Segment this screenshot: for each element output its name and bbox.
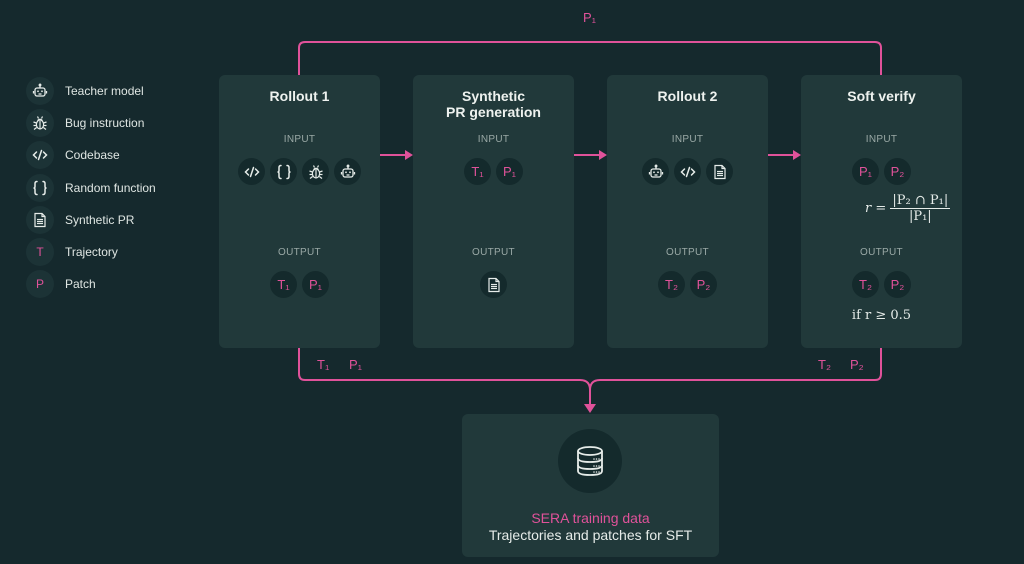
legend-label: Teacher model [65, 84, 144, 98]
trajectory-token: T₁ [270, 271, 297, 298]
patch-letter-icon: P [26, 270, 54, 298]
legend-item-random-function: Random function [26, 174, 156, 202]
result-box: SERA training data Trajectories and patc… [462, 414, 719, 557]
legend-item-patch: P Patch [26, 270, 96, 298]
bottom-merge-line [298, 348, 882, 405]
database-icon [558, 429, 622, 493]
bottom-label-t2: T₂ [818, 357, 831, 372]
output-label: OUTPUT [860, 247, 903, 258]
legend-label: Patch [65, 277, 96, 291]
input-label: INPUT [283, 134, 316, 145]
patch-token: P₁ [852, 158, 879, 185]
bug-icon [302, 158, 329, 185]
letter: P [35, 277, 44, 291]
robot-icon [334, 158, 361, 185]
threshold-condition: if r ≥ 0.5 [851, 308, 912, 323]
legend-label: Bug instruction [65, 116, 145, 130]
result-subtitle: Trajectories and patches for SFT [488, 527, 693, 543]
legend-item-codebase: Codebase [26, 141, 120, 169]
document-icon [26, 206, 54, 234]
bottom-label-t1: T₁ [317, 357, 330, 372]
patch-token: P₁ [496, 158, 523, 185]
patch-token: P₁ [302, 271, 329, 298]
formula-numerator: |P₂ ∩ P₁| [890, 193, 951, 209]
arrowhead [584, 404, 596, 413]
code-icon [238, 158, 265, 185]
stage-title: Soft verify [847, 88, 916, 104]
legend-item-bug-instruction: Bug instruction [26, 109, 144, 137]
patch-token: P₂ [884, 271, 911, 298]
robot-icon [26, 77, 54, 105]
bottom-label-p2: P₂ [850, 357, 864, 372]
stage-rollout-2: Rollout 2 INPUT OUTPUT T₂ P₂ [607, 75, 768, 348]
top-edge-label: P₁ [583, 10, 597, 25]
input-label: INPUT [477, 134, 510, 145]
trajectory-token: T₂ [658, 271, 685, 298]
output-label: OUTPUT [472, 247, 515, 258]
title-line: Synthetic [461, 88, 525, 104]
stage-title: Rollout 1 [269, 88, 330, 104]
stage-soft-verify: Soft verify INPUT P₁ P₂ r = |P₂ ∩ P₁||P₁… [801, 75, 962, 348]
overlap-formula: r = |P₂ ∩ P₁||P₁| [865, 193, 951, 224]
robot-icon [642, 158, 669, 185]
bottom-label-p1: P₁ [349, 357, 363, 372]
trajectory-token: T₁ [464, 158, 491, 185]
legend-item-synthetic-pr: Synthetic PR [26, 206, 134, 234]
code-icon [26, 141, 54, 169]
legend-label: Trajectory [65, 245, 118, 259]
patch-token: P₂ [690, 271, 717, 298]
legend-item-trajectory: T Trajectory [26, 238, 118, 266]
document-icon [706, 158, 733, 185]
input-label: INPUT [865, 134, 898, 145]
letter: T [36, 245, 44, 259]
output-label: OUTPUT [278, 247, 321, 258]
braces-icon [26, 174, 54, 202]
legend-label: Random function [65, 181, 156, 195]
legend-item-teacher-model: Teacher model [26, 77, 144, 105]
result-title: SERA training data [531, 510, 650, 526]
code-icon [674, 158, 701, 185]
arrowhead [599, 150, 607, 160]
formula-lhs: r = [865, 201, 887, 216]
document-icon [480, 271, 507, 298]
patch-token: P₂ [884, 158, 911, 185]
trajectory-token: T₂ [852, 271, 879, 298]
formula-denominator: |P₁| [908, 209, 932, 224]
legend-label: Codebase [65, 148, 120, 162]
arrowhead [405, 150, 413, 160]
title-line: PR generation [446, 104, 541, 120]
trajectory-letter-icon: T [26, 238, 54, 266]
braces-icon [270, 158, 297, 185]
arrowhead [793, 150, 801, 160]
bug-icon [26, 109, 54, 137]
stage-title: Rollout 2 [657, 88, 718, 104]
legend-label: Synthetic PR [65, 213, 135, 227]
input-label: INPUT [671, 134, 704, 145]
output-label: OUTPUT [666, 247, 709, 258]
top-feedback-line [298, 41, 882, 75]
stage-rollout-1: Rollout 1 INPUT OUTPUT T₁ P₁ [219, 75, 380, 348]
